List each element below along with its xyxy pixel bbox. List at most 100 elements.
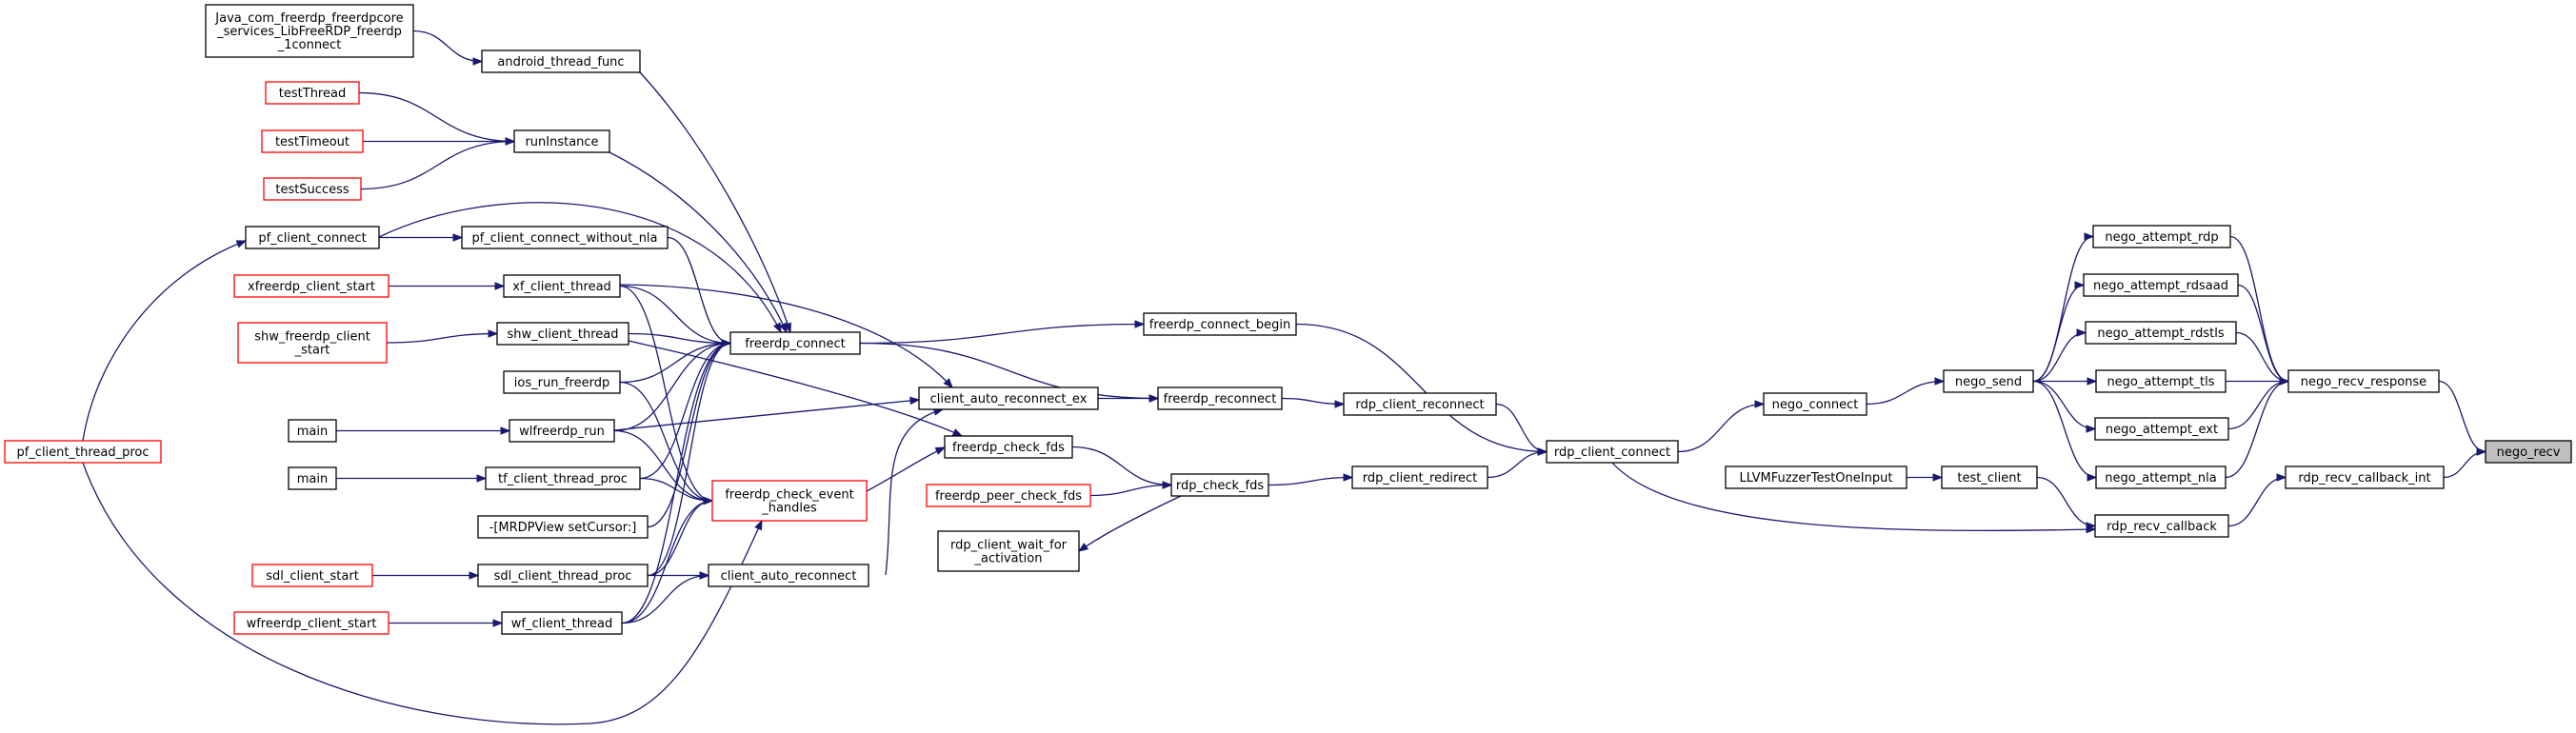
node-label: rdp_recv_callback_int: [2298, 471, 2430, 485]
node-testSuccess[interactable]: testSuccess: [263, 177, 362, 201]
node-nego-attempt-tls[interactable]: nego_attempt_tls: [2095, 369, 2227, 393]
node-box: [263, 177, 362, 201]
node-wlfreerdp-run[interactable]: wlfreerdp_run: [509, 419, 615, 443]
node-wfreerdp-client-start[interactable]: wfreerdp_client_start: [233, 611, 389, 635]
node-testThread[interactable]: testThread: [265, 81, 360, 105]
node-nego-attempt-rdstls[interactable]: nego_attempt_rdstls: [2085, 321, 2237, 345]
edge-line: [1281, 397, 1345, 406]
node-mrdpview[interactable]: -[MRDPView setCursor:]: [477, 515, 649, 539]
node-label: nego_recv_response: [2301, 375, 2426, 389]
node-android-thread-func[interactable]: android_thread_func: [481, 50, 641, 73]
node-box: [477, 564, 649, 587]
edge-arrowhead: [1754, 400, 1766, 408]
node-pf-client-thread-proc[interactable]: pf_client_thread_proc: [4, 440, 162, 464]
node-pf-client-connect[interactable]: pf_client_connect: [245, 226, 380, 249]
edge-arrowhead: [934, 446, 947, 455]
node-rdp-client-reconnect[interactable]: rdp_client_reconnect: [1343, 392, 1497, 416]
edge-line: [619, 285, 731, 345]
node-rdp-recv-callback[interactable]: rdp_recv_callback: [2094, 514, 2229, 538]
node-ios-run-freerdp[interactable]: ios_run_freerdp: [503, 370, 621, 394]
node-freerdp-connect-begin[interactable]: freerdp_connect_begin: [1143, 312, 1297, 336]
edge-arrowhead: [699, 571, 710, 580]
node-pf-client-connect-without-nla[interactable]: pf_client_connect_without_nla: [461, 226, 669, 249]
node-freerdp-peer-check-fds[interactable]: freerdp_peer_check_fds: [926, 484, 1091, 507]
edge-line: [647, 342, 731, 528]
node-freerdp-reconnect[interactable]: freerdp_reconnect: [1157, 386, 1283, 410]
node-label: rdp_client_wait_for: [950, 539, 1068, 553]
node-label: _start: [294, 344, 330, 358]
node-nego-attempt-ext[interactable]: nego_attempt_ext: [2094, 417, 2229, 441]
node-freerdp-check-event-handles[interactable]: freerdp_check_event_handles: [711, 480, 868, 522]
node-shw-freerdp-client-start[interactable]: shw_freerdp_client_start: [237, 322, 388, 364]
node-rdp-recv-callback-int[interactable]: rdp_recv_callback_int: [2285, 466, 2445, 489]
node-box: [1157, 386, 1283, 410]
node-sdl-client-thread-proc[interactable]: sdl_client_thread_proc: [477, 564, 649, 587]
node-tf-client-thread-proc[interactable]: tf_client_thread_proc: [485, 466, 641, 490]
node-runInstance[interactable]: runInstance: [513, 129, 610, 153]
node-xfreerdp-client-start[interactable]: xfreerdp_client_start: [233, 274, 389, 298]
edge-line: [2438, 380, 2486, 453]
edge-arrowhead: [494, 282, 506, 290]
node-nego-attempt-nla[interactable]: nego_attempt_nla: [2095, 466, 2227, 489]
node-llvm-fuzzer[interactable]: LLVMFuzzerTestOneInput: [1725, 466, 1907, 489]
node-label: -[MRDPView setCursor:]: [489, 521, 637, 535]
edge-freerdp_check_event_handles-to-freerdp_check_fds: [866, 446, 947, 492]
node-xf-client-thread[interactable]: xf_client_thread: [503, 274, 621, 298]
edge-line: [859, 323, 1145, 345]
edge-wf_client_thread-to-client_auto_reconnect: [621, 571, 710, 624]
edge-sdl_client_start-to-sdl_client_thread_proc: [371, 571, 480, 580]
edge-line: [2225, 380, 2289, 479]
edge-line: [609, 151, 788, 333]
node-sdl-client-start[interactable]: sdl_client_start: [251, 564, 373, 587]
node-nego-attempt-rdp[interactable]: nego_attempt_rdp: [2092, 225, 2231, 248]
node-label: testSuccess: [275, 183, 349, 197]
node-rdp-check-fds[interactable]: rdp_check_fds: [1170, 473, 1269, 497]
node-box: [2095, 369, 2227, 393]
node-rdp-client-wait-for-activation[interactable]: rdp_client_wait_for_activation: [937, 530, 1080, 572]
node-nego-send[interactable]: nego_send: [1943, 369, 2034, 393]
node-box: [1143, 312, 1297, 336]
edge-arrowhead: [492, 619, 504, 627]
edge-nego_send-to-nego_attempt_tls: [2032, 377, 2098, 386]
node-label: ios_run_freerdp: [514, 376, 609, 390]
edge-xfreerdp_client_start-to-xf_client_thread: [389, 282, 506, 290]
node-label: shw_client_thread: [508, 327, 619, 342]
node-box: [2285, 466, 2445, 489]
node-box: [2287, 369, 2440, 393]
edge-line: [1089, 484, 1172, 497]
node-label: nego_attempt_rdstls: [2097, 327, 2224, 341]
node-nego-connect[interactable]: nego_connect: [1763, 392, 1867, 416]
edge-arrowhead: [2084, 232, 2095, 241]
node-label: client_auto_reconnect_ex: [930, 392, 1088, 406]
edge-line: [2229, 235, 2289, 383]
node-test-client[interactable]: test_client: [1941, 466, 2038, 489]
node-shw-client-thread[interactable]: shw_client_thread: [496, 322, 629, 346]
edge-line: [1268, 476, 1353, 486]
node-main2[interactable]: main: [288, 466, 337, 490]
node-wf-client-thread[interactable]: wf_client_thread: [501, 611, 623, 635]
edge-line: [859, 342, 1159, 400]
node-freerdp-check-fds[interactable]: freerdp_check_fds: [944, 435, 1073, 459]
node-main1[interactable]: main: [288, 419, 337, 443]
node-testTimeout[interactable]: testTimeout: [261, 129, 364, 153]
node-box: [265, 81, 360, 105]
node-label: rdp_client_reconnect: [1355, 398, 1484, 412]
node-freerdp-connect[interactable]: freerdp_connect: [729, 331, 861, 355]
node-client-auto-reconnect[interactable]: client_auto_reconnect: [708, 564, 869, 587]
edge-arrowhead: [951, 428, 964, 437]
node-java-com[interactable]: Java_com_freerdp_freerdpcore_services_Li…: [205, 4, 414, 58]
node-label: freerdp_connect_begin: [1149, 318, 1290, 332]
edge-arrowhead: [1148, 394, 1160, 403]
node-rdp-client-redirect[interactable]: rdp_client_redirect: [1351, 466, 1488, 489]
edge-arrowhead: [779, 322, 788, 334]
node-nego-recv-response[interactable]: nego_recv_response: [2287, 369, 2440, 393]
node-label: freerdp_check_event: [725, 488, 853, 503]
node-box: [503, 274, 621, 298]
edge-line: [639, 71, 791, 333]
edge-arrowhead: [2076, 328, 2087, 337]
node-rdp-client-connect[interactable]: rdp_client_connect: [1546, 440, 1679, 464]
node-nego-attempt-rdsaad[interactable]: nego_attempt_rdsaad: [2083, 273, 2239, 297]
node-nego-recv[interactable]: nego_recv: [2485, 440, 2572, 464]
node-client-auto-reconnect-ex[interactable]: client_auto_reconnect_ex: [918, 386, 1099, 410]
